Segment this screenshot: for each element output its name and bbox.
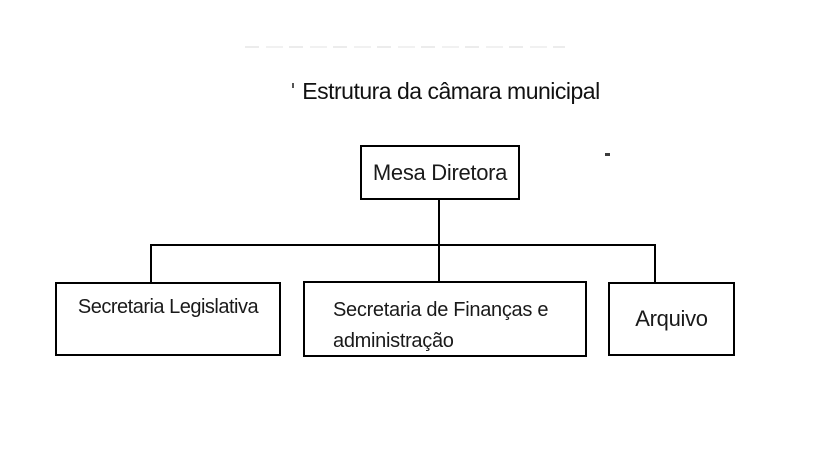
stray-dot-mark — [605, 153, 610, 156]
node-arquivo: Arquivo — [608, 282, 735, 356]
node-secretaria-financas-label-line2: administração — [333, 330, 454, 352]
connector-root-stem — [438, 200, 440, 244]
erased-text-artifact — [245, 46, 565, 48]
stray-tick-mark — [292, 83, 294, 88]
node-arquivo-label: Arquivo — [635, 306, 708, 331]
node-secretaria-legislativa-label: Secretaria Legislativa — [77, 296, 259, 318]
node-mesa-diretora-label: Mesa Diretora — [372, 159, 508, 185]
connector-drop-left — [150, 244, 152, 282]
connector-drop-middle — [438, 244, 440, 281]
node-secretaria-legislativa: Secretaria Legislativa — [55, 282, 281, 356]
diagram-title: Estrutura da câmara municipal — [302, 78, 600, 104]
node-secretaria-financas-label-line1: Secretaria de Finanças e — [333, 299, 549, 321]
connector-horizontal-bar — [150, 244, 656, 246]
node-mesa-diretora: Mesa Diretora — [360, 145, 520, 200]
connector-drop-right — [654, 244, 656, 282]
node-secretaria-financas-administracao: Secretaria de Finanças e administração — [303, 281, 587, 357]
